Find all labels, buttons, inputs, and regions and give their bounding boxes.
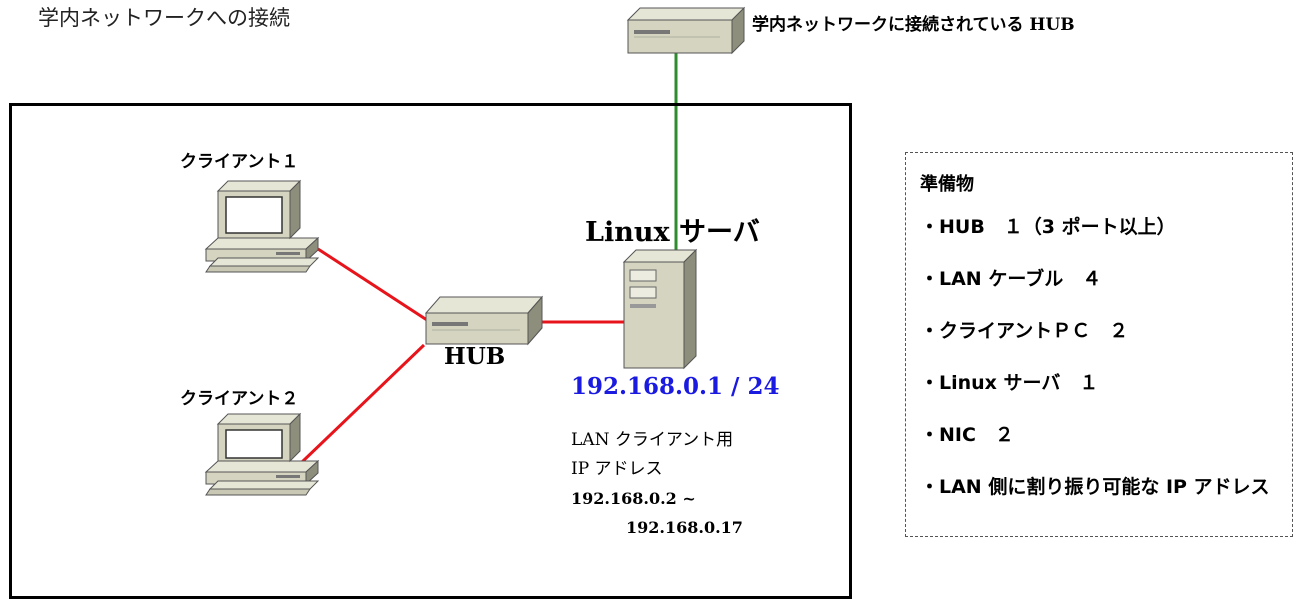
list-item: ・Linux サーバ １: [920, 372, 1099, 394]
client1-label: クライアント１: [180, 152, 299, 172]
uplink-hub-icon: [626, 6, 746, 55]
preparations-title: 準備物: [920, 174, 974, 195]
preparations-list: ・HUB １（3 ポート以上） ・LAN ケーブル ４ ・クライアントＰＣ ２ …: [920, 214, 1292, 526]
cable-client1-hub: [317, 247, 431, 324]
page-title: 学内ネットワークへの接続: [38, 6, 290, 30]
server-ip: 192.168.0.1 / 24: [571, 373, 780, 400]
list-item: ・NIC ２: [920, 424, 1014, 446]
cable-client2-hub: [300, 343, 426, 464]
client-ip-info: LAN クライアント用 IP アドレス 192.168.0.2 ~ 192.16…: [571, 426, 743, 542]
lan-hub-icon: [424, 295, 544, 346]
hub-label: HUB: [444, 343, 506, 370]
client1-pc-icon: [204, 179, 320, 273]
linux-server-icon: [622, 248, 698, 370]
list-item: ・LAN 側に割り振り可能な IP アドレス: [920, 476, 1270, 498]
uplink-hub-label: 学内ネットワークに接続されている HUB: [752, 15, 1075, 35]
list-item: ・クライアントＰＣ ２: [920, 320, 1129, 342]
list-item: ・LAN ケーブル ４: [920, 268, 1102, 290]
client-ip-range-start: 192.168.0.2 ~: [571, 489, 696, 508]
list-item: ・HUB １（3 ポート以上）: [920, 216, 1176, 238]
client2-label: クライアント２: [180, 389, 299, 409]
client-ip-line1: LAN クライアント用: [571, 430, 734, 450]
network-diagram: [204, 6, 746, 496]
preparations-box: [905, 152, 1293, 537]
client-ip-range-end: 192.168.0.17: [626, 518, 743, 537]
client-ip-line2: IP アドレス: [571, 459, 663, 479]
server-label: Linux サーバ: [585, 217, 760, 248]
client2-pc-icon: [204, 412, 320, 496]
